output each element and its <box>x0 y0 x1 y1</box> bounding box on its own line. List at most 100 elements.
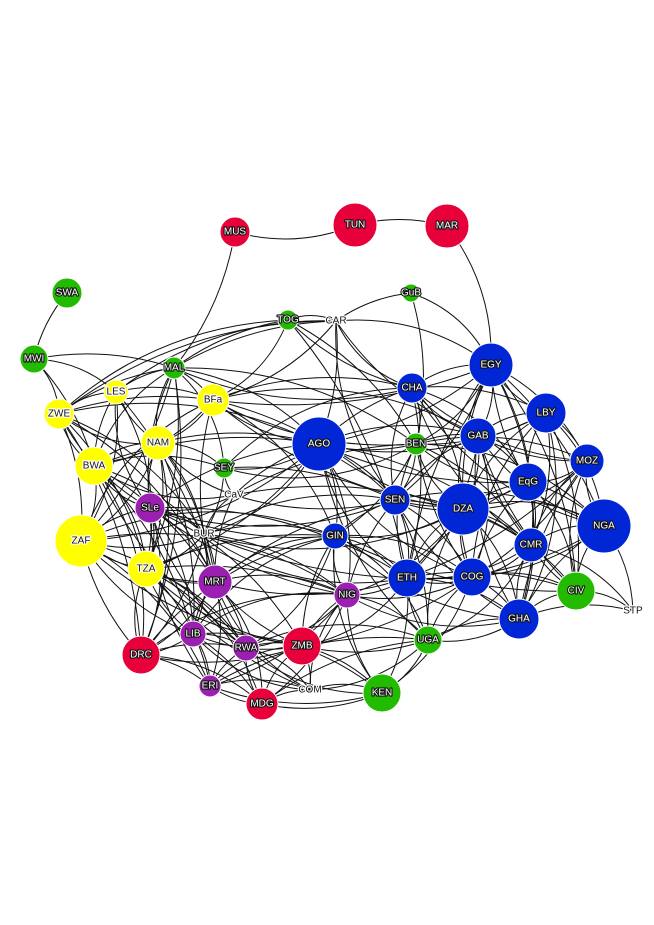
node-circle <box>576 498 632 554</box>
node-les[interactable]: LES <box>103 379 129 405</box>
node-circle <box>513 527 549 563</box>
edge-tog-mal <box>173 319 289 369</box>
edge-car-sen <box>335 320 396 501</box>
node-circle <box>19 344 49 374</box>
node-sey[interactable]: SEY <box>213 457 235 479</box>
node-circle <box>179 620 207 648</box>
node-mar[interactable]: MAR <box>424 203 470 249</box>
node-label: NAM <box>147 438 169 449</box>
node-sen[interactable]: SEN <box>379 484 411 516</box>
node-mrt[interactable]: MRT <box>197 564 233 600</box>
edge-tza-com <box>145 568 311 691</box>
node-tog[interactable]: TOG <box>276 309 300 331</box>
node-label: MDG <box>250 699 274 710</box>
node-mal[interactable]: MAL <box>162 356 186 380</box>
edge-eth-civ <box>406 571 577 592</box>
node-moz[interactable]: MOZ <box>569 443 605 479</box>
edge-sey-sen <box>223 466 396 501</box>
edge-tog-cha <box>287 319 413 389</box>
node-mus[interactable]: MUS <box>219 216 251 248</box>
node-label: COM <box>298 685 321 696</box>
edge-sey-cha <box>223 387 413 469</box>
node-circle <box>43 398 75 430</box>
edge-car-bfa <box>212 320 337 401</box>
edge-bwa-ago <box>93 436 320 467</box>
node-circle <box>401 283 421 303</box>
edge-mal-cha <box>173 367 413 400</box>
node-eth[interactable]: ETH <box>387 558 427 598</box>
node-uga[interactable]: UGA <box>413 625 443 655</box>
node-label: CMR <box>520 540 543 551</box>
edge-gin-ken <box>333 535 383 694</box>
node-zmb[interactable]: ZMB <box>282 626 322 666</box>
node-mwi[interactable]: MWI <box>19 344 49 374</box>
node-gub[interactable]: GuB <box>400 283 422 303</box>
node-eqg[interactable]: EqG <box>508 462 548 502</box>
edge-zwe-bur <box>58 413 205 535</box>
edge-mal-ben <box>173 367 417 445</box>
node-lby[interactable]: LBY <box>525 392 567 434</box>
node-com[interactable]: COM <box>297 683 323 696</box>
node-ken[interactable]: KEN <box>362 673 402 713</box>
node-label: LES <box>107 387 126 398</box>
node-cmr[interactable]: CMR <box>513 527 549 563</box>
node-label: CIV <box>568 586 585 597</box>
edge-cav-dza <box>233 485 464 510</box>
node-nig[interactable]: NIG <box>333 581 361 609</box>
node-egy[interactable]: EGY <box>468 342 514 388</box>
node-circle <box>396 372 428 404</box>
edge-lib-nig <box>192 592 348 635</box>
node-bwa[interactable]: BWA <box>74 446 114 486</box>
node-bur[interactable]: BUR <box>192 527 216 540</box>
node-label: TZA <box>137 564 156 575</box>
node-label: ZAF <box>72 536 91 547</box>
node-dza[interactable]: DZA <box>436 482 490 536</box>
node-bfa[interactable]: BFa <box>196 383 230 417</box>
node-circle <box>121 635 161 675</box>
node-swa[interactable]: SWA <box>51 277 83 309</box>
node-label: BEN <box>406 439 427 450</box>
node-label: GIN <box>326 531 344 542</box>
edge-sle-nig <box>149 507 348 596</box>
node-circle <box>198 674 222 698</box>
edge-sle-eri <box>149 507 211 687</box>
node-tun[interactable]: TUN <box>332 202 378 248</box>
node-circle <box>424 203 470 249</box>
node-sle[interactable]: SLe <box>134 492 166 524</box>
node-zwe[interactable]: ZWE <box>43 398 75 430</box>
node-circle <box>498 598 540 640</box>
node-stp[interactable]: STP <box>622 604 644 617</box>
node-label: CaV <box>224 490 244 501</box>
edge-gab-civ <box>477 435 577 592</box>
node-gha[interactable]: GHA <box>498 598 540 640</box>
edge-eri-ken <box>209 685 383 704</box>
edge-lby-cog <box>471 412 547 578</box>
node-label: BWA <box>83 461 106 472</box>
node-circle <box>452 557 492 597</box>
edge-bfa-gab <box>212 387 479 437</box>
node-rwa[interactable]: RWA <box>232 634 260 662</box>
node-car[interactable]: CAR <box>324 314 348 327</box>
node-nam[interactable]: NAM <box>140 425 176 461</box>
node-eri[interactable]: ERI <box>198 674 222 698</box>
node-circle <box>51 277 83 309</box>
node-tza[interactable]: TZA <box>127 550 165 588</box>
node-lib[interactable]: LIB <box>179 620 207 648</box>
node-civ[interactable]: CIV <box>556 571 596 611</box>
node-gin[interactable]: GIN <box>321 522 349 550</box>
edge-bur-nig <box>203 533 348 596</box>
node-circle <box>525 392 567 434</box>
node-cav[interactable]: CaV <box>223 488 245 501</box>
node-mdg[interactable]: MDG <box>245 687 279 721</box>
node-gab[interactable]: GAB <box>459 417 497 455</box>
node-ben[interactable]: BEN <box>404 432 428 456</box>
node-label: DRC <box>130 650 152 661</box>
node-nga[interactable]: NGA <box>576 498 632 554</box>
node-label: TOG <box>277 315 299 326</box>
node-cha[interactable]: CHA <box>396 372 428 404</box>
edge-drc-nig <box>140 592 348 656</box>
node-zaf[interactable]: ZAF <box>54 514 108 568</box>
node-cog[interactable]: COG <box>452 557 492 597</box>
node-drc[interactable]: DRC <box>121 635 161 675</box>
node-ago[interactable]: AGO <box>291 416 347 472</box>
